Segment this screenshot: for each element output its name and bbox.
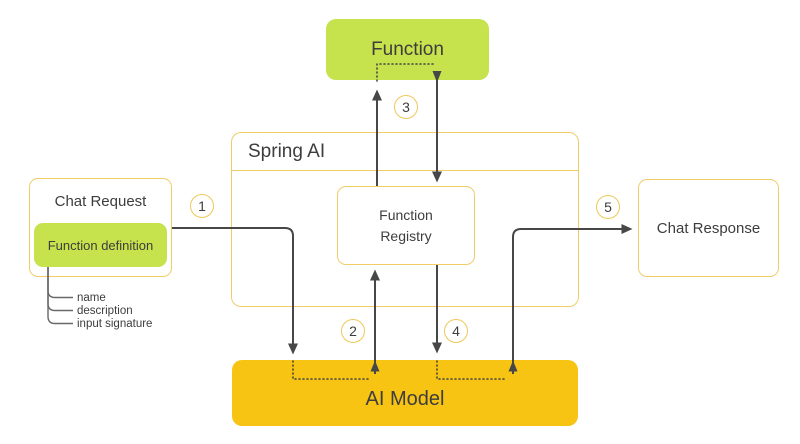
chat-response-node: Chat Response xyxy=(638,179,779,277)
ai-model-node: AI Model xyxy=(232,360,578,426)
step-badge-1: 1 xyxy=(190,194,214,218)
ai-model-label: AI Model xyxy=(365,387,445,410)
chat-response-label: Chat Response xyxy=(656,219,761,237)
function-node-label: Function xyxy=(371,38,444,60)
definition-field-input-signature: input signature xyxy=(77,318,153,330)
definition-field-name: name xyxy=(77,292,106,304)
function-registry-node: Function Registry xyxy=(337,186,475,265)
step-badge-5-number: 5 xyxy=(604,199,612,215)
step-badge-5: 5 xyxy=(596,195,620,219)
step-badge-2-number: 2 xyxy=(349,323,357,339)
step-badge-3: 3 xyxy=(394,95,418,119)
step-badge-4-number: 4 xyxy=(452,323,460,339)
function-definition-node: Function definition xyxy=(34,223,167,267)
step-badge-4: 4 xyxy=(444,319,468,343)
definition-field-description: description xyxy=(77,305,133,317)
spring-ai-label: Spring AI xyxy=(248,140,326,162)
chat-request-label: Chat Request xyxy=(54,193,147,210)
function-registry-label: Function Registry xyxy=(379,207,433,244)
function-node: Function xyxy=(326,19,489,80)
function-definition-label: Function definition xyxy=(47,237,154,253)
step-badge-2: 2 xyxy=(341,319,365,343)
step-badge-1-number: 1 xyxy=(198,198,206,214)
step-badge-3-number: 3 xyxy=(402,99,410,115)
spring-ai-header: Spring AI xyxy=(232,133,578,171)
